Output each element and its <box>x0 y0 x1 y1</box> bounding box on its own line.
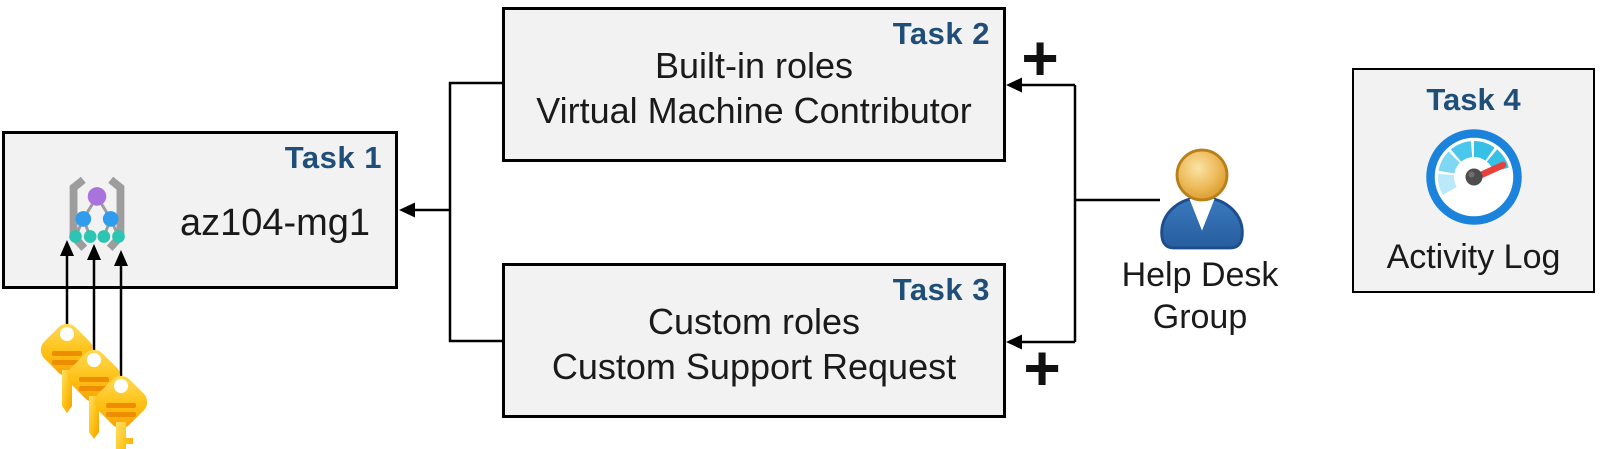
group-label-line2: Group <box>1152 298 1248 337</box>
activity-log-gauge-icon <box>1425 129 1522 225</box>
task3-line1: Custom roles <box>647 301 861 342</box>
plus-sign-task3: + <box>1023 332 1061 404</box>
task3-text: Custom roles Custom Support Request <box>505 299 1003 389</box>
bracket-left <box>69 176 88 251</box>
task4-box: Task 4 Activity Log <box>1352 68 1595 293</box>
arrowhead-task1 <box>399 202 415 218</box>
task1-label: Task 1 <box>284 140 382 175</box>
person-collar <box>1189 199 1215 231</box>
bracket-right <box>106 176 125 251</box>
task3-label: Task 3 <box>892 272 990 307</box>
task2-box: Task 2 Built-in roles Virtual Machine Co… <box>502 7 1006 162</box>
keys-icon <box>40 323 148 449</box>
task2-label: Task 2 <box>892 16 990 51</box>
key-3 <box>94 375 148 449</box>
management-group-icon <box>69 176 125 251</box>
task2-line1: Built-in roles <box>654 45 854 86</box>
help-desk-group-label: Help Desk Group <box>1085 254 1315 338</box>
task2-line2: Virtual Machine Contributor <box>536 90 972 131</box>
plus-sign-task2: + <box>1021 22 1059 94</box>
person-head <box>1175 148 1229 202</box>
task1-box: Task 1 az104-mg1 <box>2 131 398 289</box>
activity-log-caption: Activity Log <box>1386 238 1561 276</box>
task3-box: Task 3 Custom roles Custom Support Reque… <box>502 263 1006 418</box>
group-label-line1: Help Desk <box>1121 256 1279 294</box>
bracket-connector-left <box>448 81 502 343</box>
task2-text: Built-in roles Virtual Machine Contribut… <box>505 43 1003 133</box>
management-group-name: az104-mg1 <box>179 202 371 244</box>
user-icon <box>1160 148 1244 250</box>
task4-label: Task 4 <box>1426 82 1521 117</box>
task3-line2: Custom Support Request <box>551 346 957 387</box>
